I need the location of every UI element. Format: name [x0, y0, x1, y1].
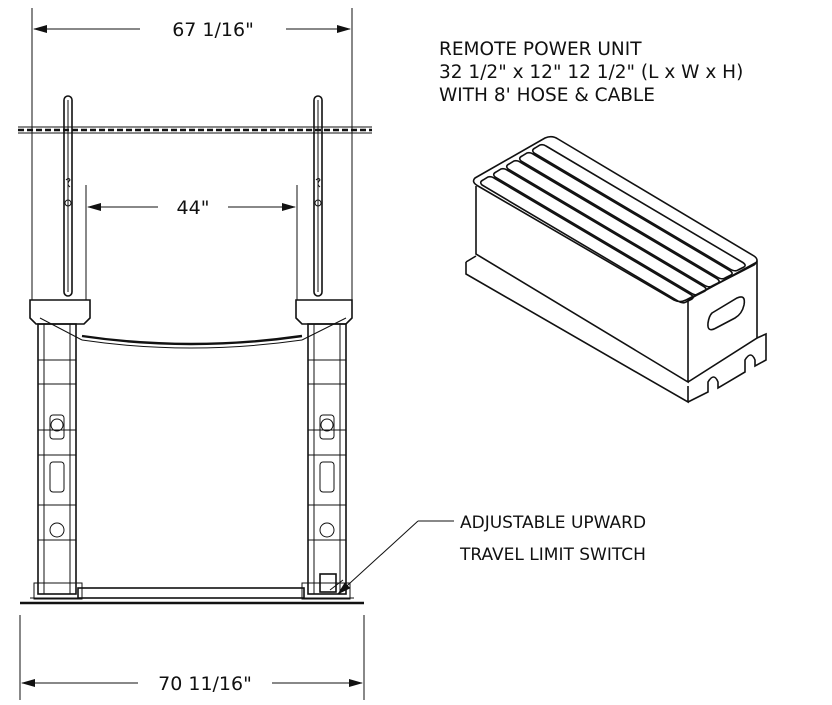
left-post [63, 95, 73, 297]
base-width-dimension: 70 11/16" [19, 615, 365, 700]
power-unit-line3: WITH 8' HOSE & CABLE [439, 85, 655, 106]
callout-line2: TRAVEL LIMIT SWITCH [459, 545, 646, 565]
top-width-label: 67 1/16" [172, 19, 254, 41]
limit-switch [319, 573, 344, 593]
base-rail [20, 587, 364, 605]
platform-cable [81, 334, 303, 349]
inner-width-label: 44" [177, 197, 210, 219]
inner-width-dimension: 44" [85, 185, 298, 300]
power-unit-line1: REMOTE POWER UNIT [439, 39, 642, 60]
power-unit-box [465, 135, 767, 404]
power-unit-line2: 32 1/2" x 12" 12 1/2" (L x W x H) [439, 62, 743, 83]
base-width-label: 70 11/16" [158, 673, 252, 695]
top-width-dimension: 67 1/16" [31, 8, 353, 300]
right-post [313, 95, 323, 297]
right-column [295, 299, 353, 600]
power-unit-label: REMOTE POWER UNIT 32 1/2" x 12" 12 1/2" … [439, 39, 743, 106]
chain [18, 126, 372, 134]
callout-line1: ADJUSTABLE UPWARD [460, 513, 646, 533]
left-column [29, 299, 91, 600]
limit-switch-callout: ADJUSTABLE UPWARD TRAVEL LIMIT SWITCH [337, 513, 646, 595]
